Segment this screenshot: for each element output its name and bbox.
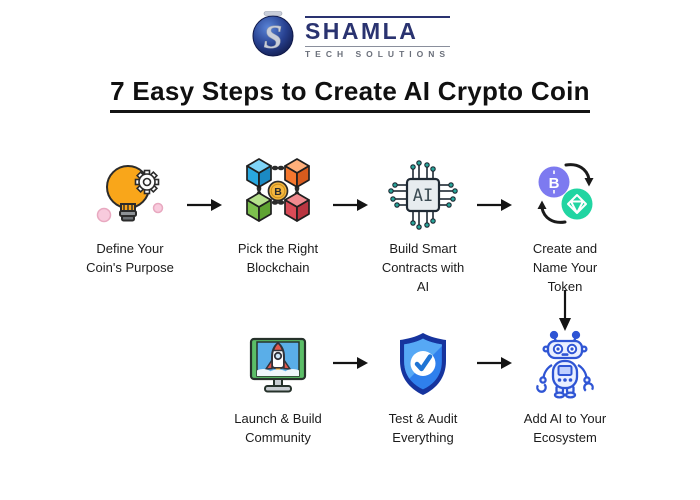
token-swap-icon: B [500,155,630,235]
bitcoin-symbol: B [549,175,560,192]
brand-divider [304,45,451,47]
step-smart-contracts: AI Build Smart Contracts with AI [358,155,488,297]
step-label-pick-blockchain: Pick the Right Blockchain [237,241,319,275]
step-launch-community: Launch & Build Community [213,325,343,448]
step-label-smart-contracts: Build Smart Contracts with AI [381,241,465,294]
step-test-audit: Test & Audit Everything [358,325,488,448]
rocket-monitor-icon [213,325,343,405]
ai-chip-icon: AI [358,155,488,235]
arrow-right-icon [477,199,512,211]
brand-wordmark: SHAMLA TECH SOLUTIONS [304,16,451,59]
arrow-right-icon [333,357,368,369]
brand-sphere-icon: S [250,10,296,65]
brand-tagline: TECH SOLUTIONS [304,48,451,59]
bitcoin-symbol: B [274,186,282,198]
shield-check-icon [358,325,488,405]
ai-chip-text: AI [413,186,433,206]
step-label-define-purpose: Define Your Coin's Purpose [86,241,174,275]
arrow-right-icon [187,199,222,211]
arrow-right-icon [477,357,512,369]
arrow-right-icon [333,199,368,211]
step-label-create-token: Create and Name Your Token [532,241,598,294]
step-add-ai: Add AI to Your Ecosystem [500,325,630,448]
robot-icon [500,325,630,405]
step-label-launch-community: Launch & Build Community [234,411,322,445]
page-title: 7 Easy Steps to Create AI Crypto Coin [110,76,590,113]
brand-monogram: S [263,19,282,56]
arrow-down-icon [559,290,571,331]
lightbulb-gear-icon [65,155,195,235]
step-create-token: B Create and Name Your Token [500,155,630,297]
blockchain-cubes-icon: B [213,155,343,235]
title-wrap: 7 Easy Steps to Create AI Crypto Coin [0,76,700,113]
step-define-purpose: Define Your Coin's Purpose [65,155,195,278]
step-pick-blockchain: B Pick the Right Blockchain [213,155,343,278]
step-label-add-ai: Add AI to Your Ecosystem [523,411,607,445]
brand-logo: S SHAMLA TECH SOLUTIONS [0,10,700,65]
step-label-test-audit: Test & Audit Everything [388,411,458,445]
brand-name: SHAMLA [304,18,419,45]
